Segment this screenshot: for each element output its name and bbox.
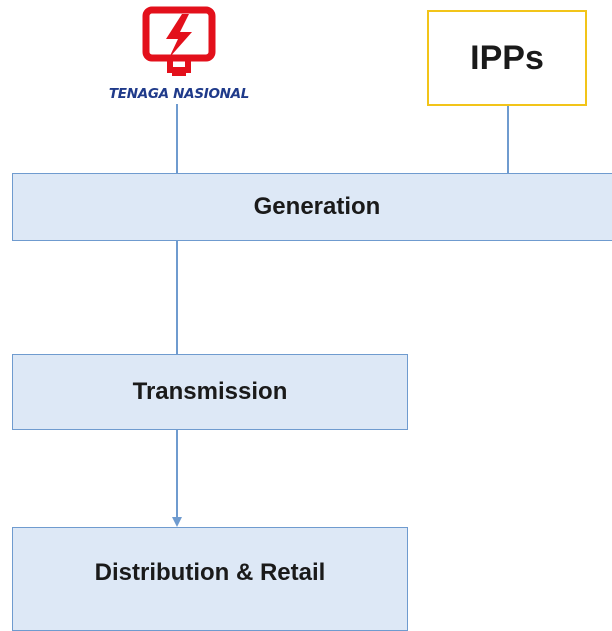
tenaga-nasional-logo: TENAGA NASIONAL <box>98 6 260 104</box>
generation-node: Generation <box>12 173 612 241</box>
ipps-node: IPPs <box>427 10 587 106</box>
tnb-logo-icon <box>142 6 216 76</box>
distribution-retail-node: Distribution & Retail <box>12 527 408 631</box>
transmission-node: Transmission <box>12 354 408 430</box>
logo-wordmark: TENAGA NASIONAL <box>108 86 250 102</box>
